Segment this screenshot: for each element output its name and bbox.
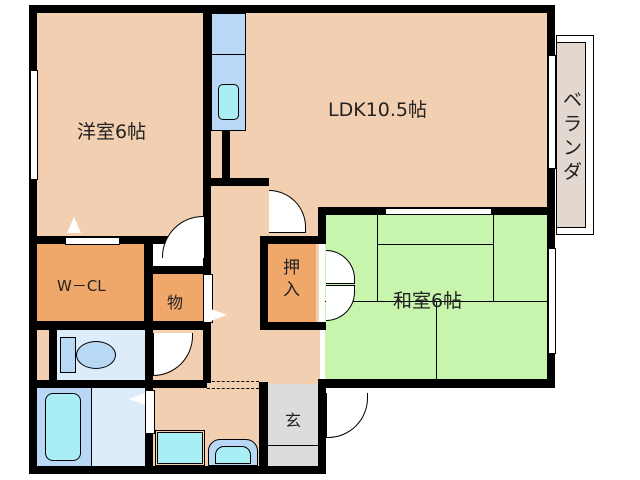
toilet-tank-icon [60, 337, 76, 373]
wall-storage-top [144, 266, 211, 274]
washing-machine-icon [155, 430, 205, 466]
washitsu-sliding-door [385, 208, 492, 215]
toilet-side-floor [37, 330, 49, 380]
washitsu-window [548, 248, 556, 354]
kitchen-sink-icon [218, 84, 239, 120]
wall-wcl-right [144, 236, 153, 330]
entrance-floor [268, 384, 318, 466]
western-room-floor [37, 13, 205, 236]
step-dashed-line [207, 381, 259, 389]
veranda-label: ベランダ [563, 89, 583, 183]
wall-western-right [203, 5, 211, 383]
wall-wcl-top [29, 236, 211, 244]
entrance-step-line [268, 445, 318, 446]
wall-oshiire-top [260, 236, 326, 244]
ldk-label: LDK10.5帖 [328, 99, 427, 121]
wcl-arrow-icon [67, 217, 81, 233]
wall-stub [222, 131, 230, 183]
wall-wcl-bottom [29, 321, 211, 330]
storage-floor [153, 274, 203, 321]
oshiire-label: 押入 [283, 258, 300, 300]
wall-entrance-right [318, 379, 326, 474]
oshiire-floor [268, 244, 316, 322]
storage-label: 物 [167, 293, 184, 312]
wall-washitsu-bottom [318, 379, 555, 388]
wall-oshiire-bottom [260, 322, 326, 330]
bathtub-icon [45, 393, 81, 461]
kitchen-counter-divider [211, 54, 246, 55]
walk-in-closet-floor [37, 244, 144, 321]
japanese-room-floor [325, 215, 547, 379]
toilet-bowl-icon [76, 341, 116, 369]
wall-toilet-left [49, 330, 57, 382]
walk-in-closet-label: W－CL [57, 277, 106, 295]
bath-arrow-icon [129, 393, 145, 405]
wall-bottom [29, 466, 326, 474]
wall-bath-top [29, 380, 207, 388]
wall-top-right [205, 5, 555, 13]
storage-arrow-icon [211, 309, 227, 321]
wall-right [547, 5, 555, 388]
entrance-door[interactable] [326, 393, 368, 438]
veranda-floor [556, 42, 586, 228]
ldk-floor [211, 13, 547, 210]
wall-top-left [29, 5, 211, 13]
wall-entrance-left [259, 382, 268, 474]
wall-oshiire-left [260, 236, 268, 330]
bath-door-opening [145, 390, 155, 434]
washbasin-bowl-icon [215, 446, 251, 464]
storage-opening [203, 274, 213, 323]
western-room-label: 洋室6帖 [77, 121, 147, 143]
wall-washitsu-left [318, 207, 326, 244]
wcl-opening [65, 237, 120, 245]
western-room-window [30, 70, 38, 180]
entrance-label: 玄 [285, 411, 302, 430]
japanese-room-label: 和室6帖 [393, 290, 463, 312]
wall-hallway-top [203, 178, 269, 186]
ldk-window [548, 55, 556, 169]
